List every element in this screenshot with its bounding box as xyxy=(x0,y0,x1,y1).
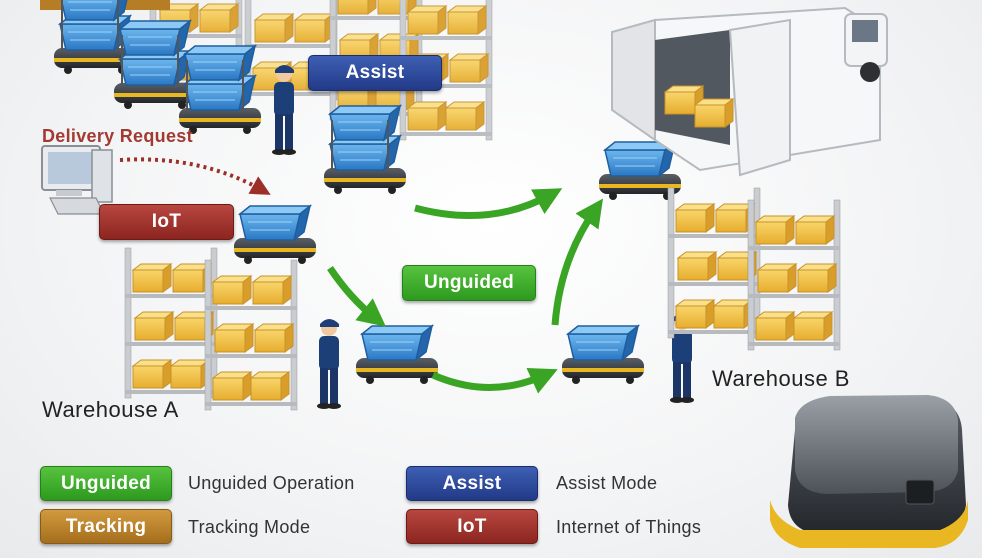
legend-unguided-text: Unguided Operation xyxy=(188,473,355,493)
legend-assist-badge: Assist xyxy=(406,466,538,501)
warehouse-b-label: Warehouse B xyxy=(712,366,850,391)
warehouse-a-label: Warehouse A xyxy=(42,397,179,422)
computer-icon xyxy=(41,145,113,215)
legend-tracking-badge: Tracking xyxy=(40,509,172,544)
legend-assist-text: Assist Mode xyxy=(556,473,658,493)
assist-badge: Assist xyxy=(308,55,442,91)
legend-iot-badge: IoT xyxy=(406,509,538,544)
robot-cart-icon xyxy=(770,395,968,548)
legend-iot-text: Internet of Things xyxy=(556,517,702,537)
delivery-request-label: Delivery Request xyxy=(42,126,193,146)
unguided-route-arrows xyxy=(327,188,604,394)
shelf-icon xyxy=(668,188,840,350)
delivery-request-arrow xyxy=(119,157,271,195)
iot-badge: IoT xyxy=(99,204,234,240)
robot-cart-icon xyxy=(234,142,681,384)
legend-unguided-badge: Unguided xyxy=(40,466,172,501)
shelf-icon xyxy=(125,248,297,410)
unguided-badge: Unguided xyxy=(402,265,536,301)
legend-tracking-text: Tracking Mode xyxy=(188,517,311,537)
truck-icon xyxy=(611,6,888,177)
